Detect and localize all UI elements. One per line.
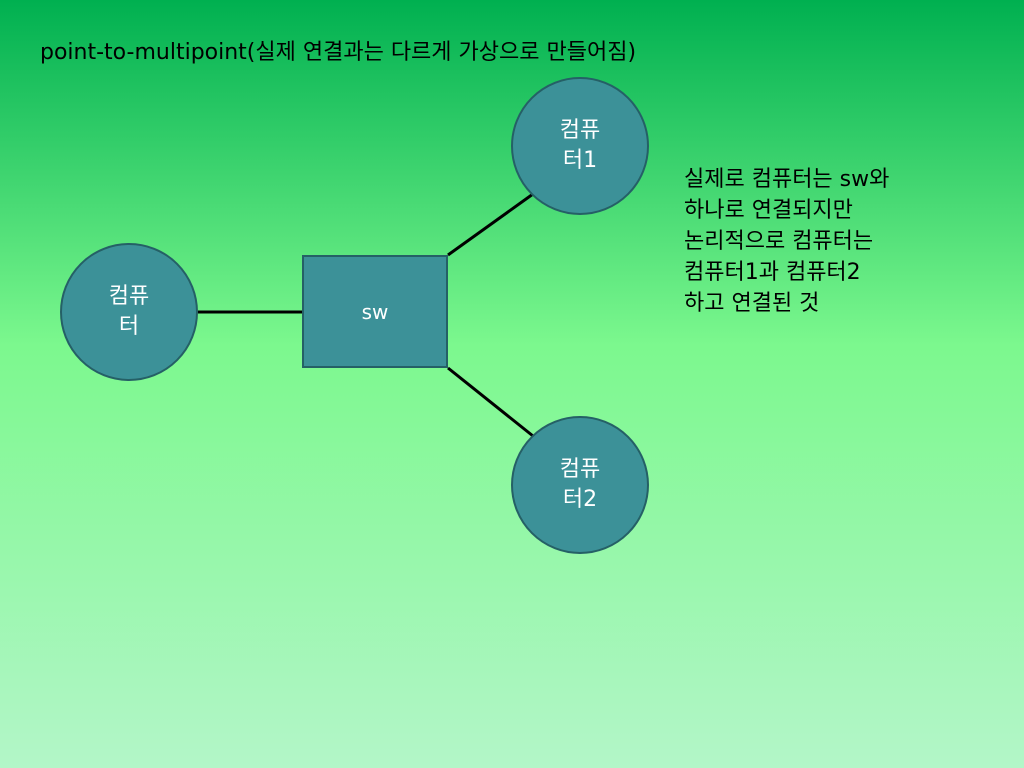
note-line-5: 하고 연결된 것 (684, 291, 820, 316)
link-switch-computer1 (447, 192, 534, 257)
switch-node-label: sw (361, 299, 389, 324)
note-line-4: 컴퓨터1과 컴퓨터2 (684, 260, 861, 285)
computer1-node-label: 컴퓨 터1 (559, 118, 601, 173)
computer2-node: 컴퓨 터2 (511, 416, 649, 554)
explanation-note: 실제로 컴퓨터는 sw와 하나로 연결되지만 논리적으로 컴퓨터는 컴퓨터1과 … (684, 164, 889, 319)
computer1-node: 컴퓨 터1 (511, 77, 649, 215)
note-line-2: 하나로 연결되지만 (684, 198, 853, 223)
link-switch-computer2 (447, 366, 534, 438)
note-line-3: 논리적으로 컴퓨터는 (684, 229, 874, 254)
computer-node: 컴퓨 터 (60, 243, 198, 381)
computer-node-label: 컴퓨 터 (108, 284, 150, 339)
slide-title: point-to-multipoint(실제 연결과는 다르게 가상으로 만들어… (40, 40, 637, 65)
computer2-node-label: 컴퓨 터2 (559, 457, 601, 512)
switch-node: sw (302, 255, 448, 368)
note-line-1: 실제로 컴퓨터는 sw와 (684, 167, 890, 192)
